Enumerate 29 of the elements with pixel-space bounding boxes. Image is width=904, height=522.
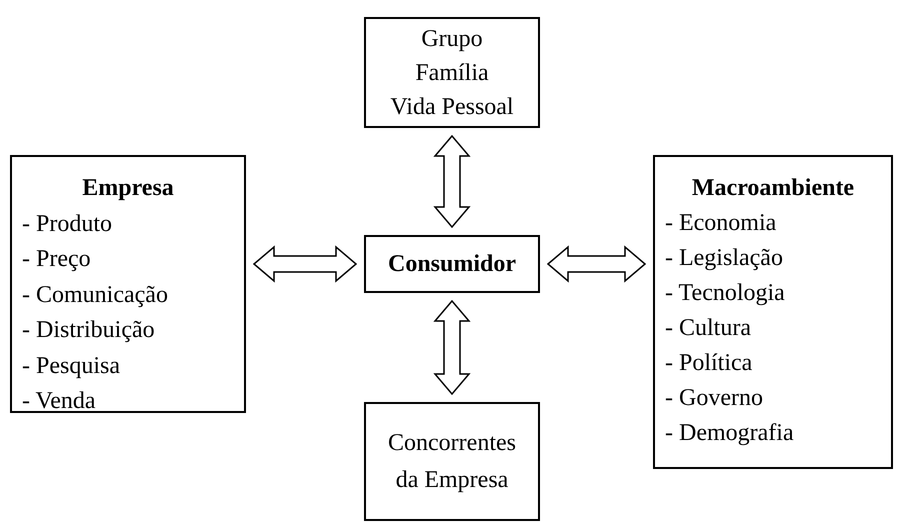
list-item: - Pesquisa bbox=[22, 352, 120, 380]
list-item: - Cultura bbox=[665, 314, 751, 343]
box-text: Consumidor bbox=[388, 250, 516, 279]
text-box bbox=[10, 155, 246, 413]
list-item: - Demografia bbox=[665, 419, 794, 448]
list-item: - Distribuição bbox=[22, 316, 155, 345]
box-text: Família bbox=[415, 58, 489, 88]
text-box bbox=[364, 17, 540, 128]
list-item: - Política bbox=[665, 349, 752, 378]
list-item: - Tecnologia bbox=[665, 279, 785, 308]
list-item: - Comunicação bbox=[22, 280, 168, 310]
list-item: - Legislação bbox=[665, 244, 783, 273]
text-box bbox=[364, 235, 540, 293]
box-text: Vida Pessoal bbox=[390, 92, 514, 122]
box-heading: Macroambiente bbox=[692, 174, 854, 203]
box-text: Grupo bbox=[421, 24, 483, 54]
double-arrow bbox=[433, 300, 471, 396]
double-arrow bbox=[252, 245, 358, 283]
list-item: - Venda bbox=[22, 387, 96, 416]
box-heading: Empresa bbox=[82, 174, 174, 203]
double-arrow bbox=[546, 245, 646, 283]
list-item: - Governo bbox=[665, 384, 763, 413]
double-arrow bbox=[433, 134, 471, 228]
text-box bbox=[364, 402, 540, 521]
list-item: - Preço bbox=[22, 245, 91, 274]
box-text: Concorrentes da Empresa bbox=[387, 428, 517, 494]
list-item: - Economia bbox=[665, 209, 776, 238]
text-box bbox=[653, 155, 893, 469]
list-item: - Produto bbox=[22, 210, 112, 238]
